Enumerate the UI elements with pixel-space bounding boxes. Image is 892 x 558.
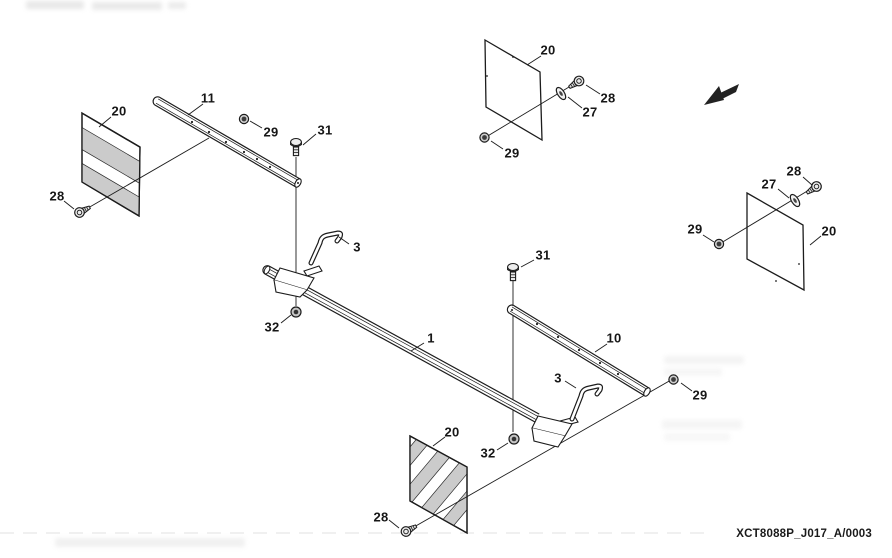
callout-27-right-panel: 27 — [761, 176, 777, 192]
scan-artifact — [664, 368, 722, 376]
bracket-left — [273, 265, 323, 298]
drawing-reference-code: XCT8088P_J017_A/0003 — [736, 528, 872, 540]
callout-20-top-left: 20 — [111, 103, 127, 119]
scan-artifact — [26, 1, 84, 9]
scan-artifact — [662, 420, 742, 429]
part-29-nut-bottom-right — [668, 374, 679, 385]
callout-29-bottom-right: 29 — [692, 387, 708, 403]
part-20-panel-top-middle — [484, 38, 543, 142]
part-29-nut-upper-left — [238, 113, 250, 125]
scan-artifact — [55, 538, 245, 547]
callout-31-right: 31 — [535, 247, 551, 263]
callout-leader-lines — [63, 55, 822, 529]
part-3-handle-right — [569, 383, 604, 422]
callout-1: 1 — [427, 330, 435, 346]
callout-20-top-middle: 20 — [540, 42, 556, 58]
part-32-nut-right — [508, 433, 520, 445]
part-32-nut-left — [290, 306, 302, 318]
part-29-nut-top-middle — [479, 132, 490, 143]
callout-32-right: 32 — [480, 445, 496, 461]
callout-3-right: 3 — [554, 370, 562, 386]
part-11-bar — [152, 96, 302, 188]
callout-29-top-middle: 29 — [504, 145, 520, 161]
callout-32-left: 32 — [264, 319, 280, 335]
part-27-washer-right-panel — [789, 193, 801, 208]
part-28-bolt-top-middle — [568, 75, 585, 89]
part-3-handle-left — [308, 230, 344, 266]
callout-31-left: 31 — [317, 122, 333, 138]
callout-28-right-panel: 28 — [786, 163, 802, 179]
scan-artifact — [664, 356, 744, 364]
callout-28-bottom: 28 — [373, 509, 389, 525]
callout-27-top-middle: 27 — [582, 104, 598, 120]
callout-20-right-panel: 20 — [821, 223, 837, 239]
callout-11: 11 — [200, 90, 216, 106]
part-28-bolt-top-left — [74, 205, 91, 218]
part-27-washer-top-middle — [555, 86, 567, 101]
part-1-bar — [262, 265, 540, 423]
part-29-nut-right-panel — [713, 238, 725, 250]
callout-28-top-left: 28 — [49, 188, 65, 204]
part-20-panel-right — [746, 191, 805, 292]
scan-artifact — [168, 2, 186, 9]
part-31-bolt-left — [290, 137, 302, 157]
scan-artifact — [664, 433, 730, 441]
callout-3-left: 3 — [353, 239, 361, 255]
bracket-right — [531, 415, 579, 448]
part-10-bar — [506, 304, 651, 397]
callout-28-top-middle: 28 — [600, 90, 616, 106]
callout-29-upper-left: 29 — [263, 124, 279, 140]
callout-10: 10 — [606, 330, 622, 346]
part-28-bolt-right-panel — [805, 181, 822, 195]
direction-arrow-icon — [704, 84, 739, 105]
callout-20-bottom: 20 — [444, 424, 460, 440]
callout-29-right-panel: 29 — [687, 221, 703, 237]
scan-artifact — [92, 2, 162, 10]
part-31-bolt-right — [507, 262, 519, 282]
part-28-bolt-bottom — [400, 524, 418, 537]
part-20-hazard-panel-bottom — [409, 434, 468, 535]
